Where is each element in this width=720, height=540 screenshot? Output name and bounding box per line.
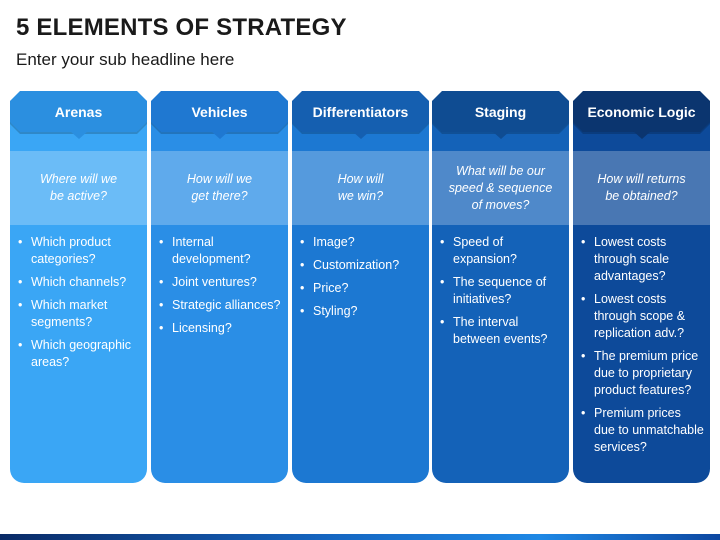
column-question: How will returns be obtained? (573, 151, 710, 225)
bullet-item: • Image? (300, 234, 423, 251)
column-header-label: Vehicles (191, 103, 248, 120)
bullet-text: Which market segments? (31, 298, 108, 329)
bullet-item: • The premium price due to proprietary pr… (581, 348, 704, 399)
bullet-dot-icon: • (300, 235, 305, 249)
bullet-text: Image? (313, 235, 355, 249)
column-differentiators: How will we win? • Image? • Customization? • P… (292, 91, 429, 483)
column-question: How will we get there? (151, 151, 288, 225)
page-title: 5 ELEMENTS OF STRATEGY (16, 14, 347, 41)
strategy-columns: Where will we be active? • Which product c… (10, 91, 710, 483)
bullet-dot-icon: • (159, 275, 164, 289)
bullet-item: • Which product categories? (18, 234, 141, 268)
bullet-text: Strategic alliances? (172, 298, 281, 312)
bullet-item: • Internal development? (159, 234, 282, 268)
bullet-dot-icon: • (440, 275, 445, 289)
bullet-dot-icon: • (300, 258, 305, 272)
column-body: How will returns be obtained? • Lowest cos… (573, 101, 710, 483)
column-header: Economic Logic (573, 91, 710, 132)
bullet-text: Price? (313, 281, 349, 295)
column-arenas: Where will we be active? • Which product c… (10, 91, 147, 483)
bullet-dot-icon: • (159, 321, 164, 335)
bullet-dot-icon: • (18, 298, 23, 312)
chevron-down-icon (352, 131, 370, 139)
bullet-dot-icon: • (440, 235, 445, 249)
bullet-text: Speed of expansion? (453, 235, 517, 266)
bullet-dot-icon: • (18, 235, 23, 249)
bullet-list: • Which product categories? • Which channel… (10, 234, 147, 377)
bullet-item: • Customization? (300, 257, 423, 274)
bullet-dot-icon: • (159, 298, 164, 312)
bullet-list: • Internal development? • Joint ventures? • S… (151, 234, 288, 343)
column-question: How will we win? (292, 151, 429, 225)
bullet-list: •Lowest costs through scale advantages?•… (573, 234, 710, 462)
bullet-dot-icon: • (300, 281, 305, 295)
bullet-item: • Joint ventures? (159, 274, 282, 291)
bullet-item: • Strategic alliances? (159, 297, 282, 314)
bullet-text: Which channels? (31, 275, 127, 289)
bullet-item: • Which geographic areas? (18, 337, 141, 371)
bullet-dot-icon: • (581, 235, 586, 249)
column-staging: What will be our speed & sequence of mov… (432, 91, 569, 483)
bullet-item: • Speed of expansion? (440, 234, 563, 268)
chevron-down-icon (70, 131, 88, 139)
column-economic-logic: How will returns be obtained? • Lowest cos… (573, 91, 710, 483)
column-body: How will we win? • Image? • Customization? • P… (292, 101, 429, 483)
bullet-item: • The sequence of initiatives? (440, 274, 563, 308)
bullet-item: • Styling? (300, 303, 423, 320)
bullet-item: • Lowest costs through scope & replicatio… (581, 291, 704, 342)
column-question: What will be our speed & sequence of mov… (432, 151, 569, 225)
bullet-text: Lowest costs through scope & replication… (594, 292, 686, 340)
bullet-dot-icon: • (581, 406, 586, 420)
column-question: Where will we be active? (10, 151, 147, 225)
bullet-text: Internal development? (172, 235, 251, 266)
column-body: How will we get there? • Internal developm… (151, 101, 288, 483)
column-header-label: Differentiators (312, 103, 409, 120)
bullet-dot-icon: • (300, 304, 305, 318)
column-vehicles: How will we get there? • Internal developm… (151, 91, 288, 483)
bullet-text: The premium price due to proprietary pro… (594, 349, 699, 397)
bullet-dot-icon: • (440, 315, 445, 329)
bullet-item: • Which market segments? (18, 297, 141, 331)
column-body: Where will we be active? • Which product c… (10, 101, 147, 483)
bullet-dot-icon: • (18, 338, 23, 352)
column-header: Differentiators (292, 91, 429, 132)
bullet-text: Lowest costs through scale advantages? (594, 235, 670, 283)
bullet-dot-icon: • (159, 235, 164, 249)
page-subtitle: Enter your sub headline here (16, 50, 235, 69)
bullet-item: • Premium prices due to unmatchable servi… (581, 405, 704, 456)
bullet-text: Styling? (313, 304, 358, 318)
chevron-down-icon (492, 131, 510, 139)
bullet-list: • Image? • Customization? • Price? • Styling? (292, 234, 429, 326)
bullet-item: • Licensing? (159, 320, 282, 337)
footer-bar (0, 534, 720, 540)
chevron-down-icon (633, 131, 651, 139)
bullet-item: • Lowest costs through scale advantages? (581, 234, 704, 285)
column-header: Staging (432, 91, 569, 132)
bullet-text: The sequence of initiatives? (453, 275, 547, 306)
bullet-text: Which product categories? (31, 235, 111, 266)
bullet-text: Which geographic areas? (31, 338, 132, 369)
column-header-label: Economic Logic (587, 103, 696, 120)
column-body: What will be our speed & sequence of mov… (432, 101, 569, 483)
column-header-label: Arenas (54, 103, 103, 120)
bullet-text: The interval between events? (453, 315, 548, 346)
column-header: Arenas (10, 91, 147, 132)
bullet-dot-icon: • (581, 292, 586, 306)
bullet-item: • The interval between events? (440, 314, 563, 348)
bullet-item: • Which channels? (18, 274, 141, 291)
bullet-dot-icon: • (581, 349, 586, 363)
bullet-list: • Speed of expansion? • The sequence of ini… (432, 234, 569, 354)
bullet-text: Premium prices due to unmatchable servic… (594, 406, 704, 454)
column-header: Vehicles (151, 91, 288, 132)
bullet-dot-icon: • (18, 275, 23, 289)
bullet-text: Licensing? (172, 321, 232, 335)
bullet-text: Customization? (313, 258, 400, 272)
bullet-item: • Price? (300, 280, 423, 297)
bullet-text: Joint ventures? (172, 275, 257, 289)
chevron-down-icon (211, 131, 229, 139)
column-header-label: Staging (474, 103, 527, 120)
